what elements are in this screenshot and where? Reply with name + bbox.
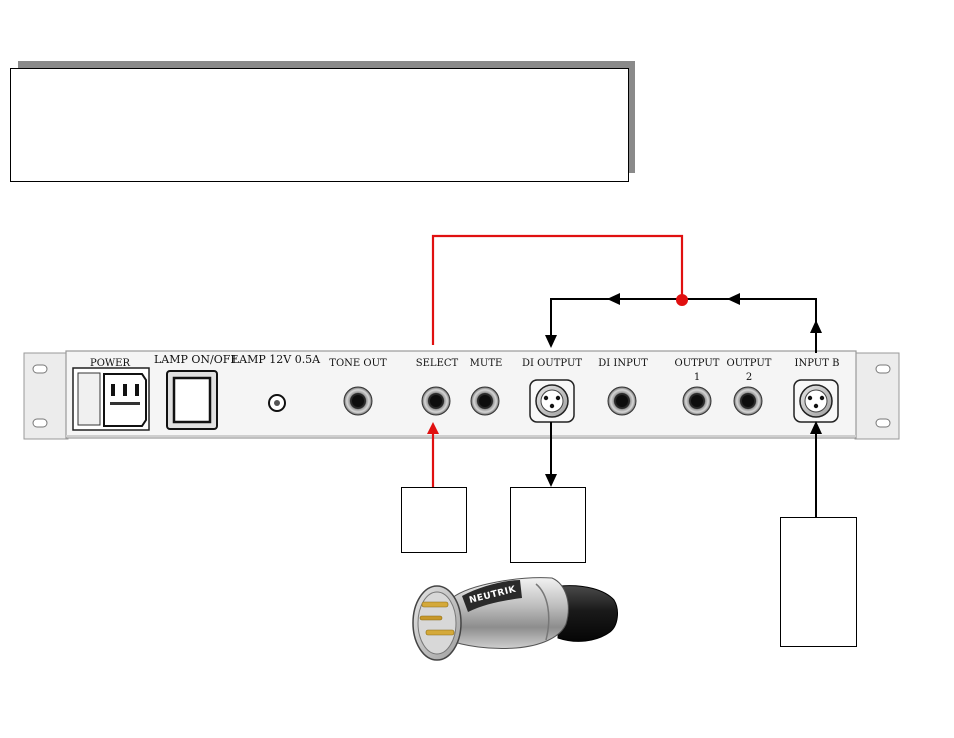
label-mute: MUTE [470, 358, 503, 369]
arrow-head-icon [810, 320, 822, 333]
label-output-1-number: 1 [694, 372, 700, 383]
label-tone-out: TONE OUT [329, 358, 387, 369]
arrow-head-icon [810, 421, 822, 434]
rack-hole-icon [32, 364, 48, 374]
jack-socket-icon [470, 386, 500, 416]
label-select: SELECT [416, 358, 459, 369]
label-output-2-number: 2 [746, 372, 752, 383]
select-source-box [401, 487, 467, 553]
arrow-head-icon [545, 474, 557, 487]
signal-line-input-b-to-di [550, 298, 817, 353]
di-output-destination-box [510, 487, 586, 563]
rack-hole-icon [875, 418, 891, 428]
rack-panel [23, 350, 900, 440]
label-output-2: OUTPUT [727, 358, 772, 369]
title-box [10, 68, 629, 182]
label-lamp-switch: LAMP ON/OFF [154, 353, 238, 366]
arrow-head-icon [607, 293, 620, 305]
xlr-socket-icon [529, 379, 575, 423]
jack-socket-icon [733, 386, 763, 416]
label-power: POWER [90, 358, 131, 369]
arrow-head-icon [545, 335, 557, 348]
rack-hole-icon [875, 364, 891, 374]
label-lamp-socket: LAMP 12V 0.5A [232, 353, 321, 366]
arrow-head-icon [727, 293, 740, 305]
jack-socket-icon [607, 386, 637, 416]
rack-hole-icon [32, 418, 48, 428]
xlr-connector-icon: NEUTRIK [412, 577, 618, 661]
label-input-b: INPUT B [795, 358, 840, 369]
label-di-input: DI INPUT [598, 358, 648, 369]
jack-socket-icon [682, 386, 712, 416]
xlr-socket-icon [793, 379, 839, 423]
jack-socket-icon [343, 386, 373, 416]
power-inlet [72, 367, 150, 431]
jack-socket-icon [421, 386, 451, 416]
label-output-1: OUTPUT [675, 358, 720, 369]
lamp-socket [268, 394, 286, 412]
lamp-switch [166, 370, 218, 430]
arrow-head-icon [427, 422, 439, 434]
control-line-select [431, 234, 684, 345]
label-di-output: DI OUTPUT [522, 358, 582, 369]
junction-dot [676, 294, 688, 306]
input-b-source-box [780, 517, 857, 647]
